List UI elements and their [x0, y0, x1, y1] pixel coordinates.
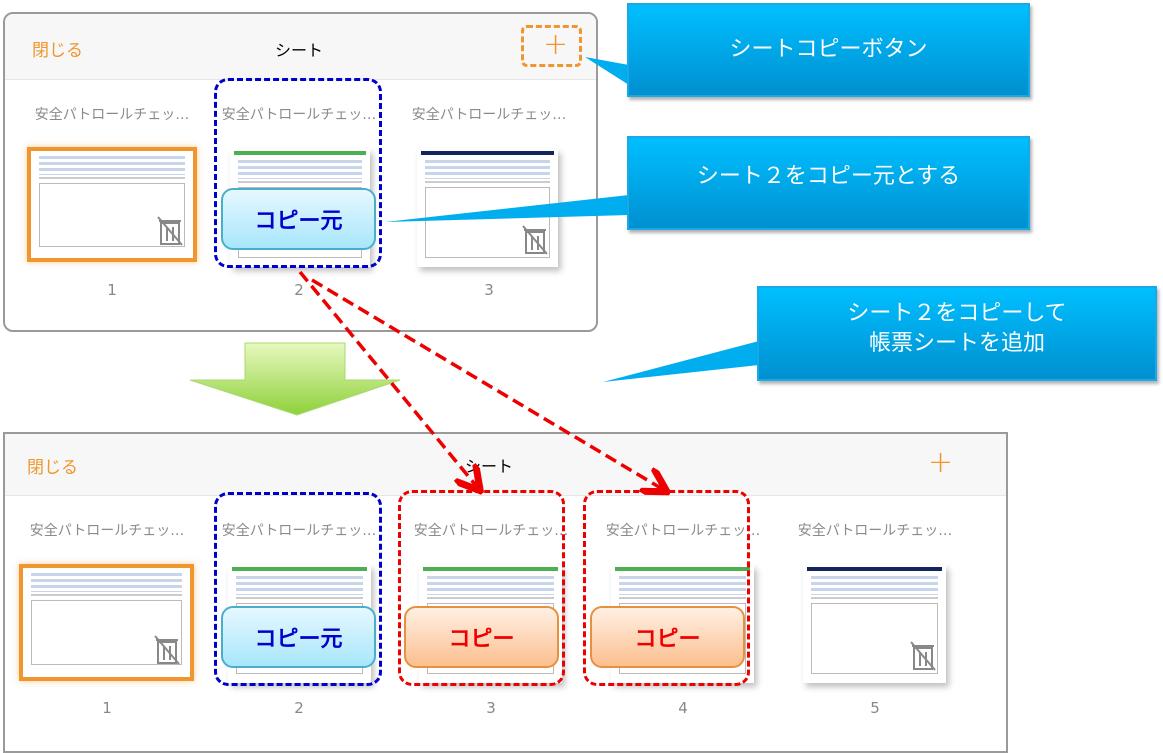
sheet-title: 安全パトロールチェッ… [413, 523, 569, 539]
callout-copy-result: シート２をコピーして 帳票シートを追加 [757, 286, 1157, 381]
callout-pointer [603, 341, 759, 382]
trash-disabled-icon [157, 216, 183, 246]
sheet-panel-before: 閉じる シート + 安全パトロールチェッ… 安全パトロールチェッ… 安全パトロー… [3, 12, 598, 332]
callout-copy-button: シートコピーボタン [627, 3, 1030, 97]
copy-source-label: コピー元 [221, 188, 376, 250]
panel-header [5, 14, 596, 80]
copy-button-highlight [521, 25, 582, 67]
callout-line: 帳票シートを追加 [868, 330, 1045, 356]
copy-label: コピー [404, 606, 559, 668]
callout-line: シート２をコピーして [847, 300, 1067, 326]
sheet-title: 安全パトロールチェッ… [29, 523, 185, 539]
close-button[interactable]: 閉じる [27, 458, 78, 478]
sheet-title: 安全パトロールチェッ… [34, 107, 190, 123]
down-arrow-icon [189, 342, 401, 416]
copy-label: コピー [590, 606, 745, 668]
close-button[interactable]: 閉じる [32, 41, 83, 61]
plus-icon[interactable]: + [543, 27, 569, 62]
sheet-number: 3 [486, 699, 496, 717]
sheet-number: 4 [678, 699, 688, 717]
sheet-number: 3 [484, 281, 494, 299]
trash-disabled-icon [522, 225, 548, 255]
trash-disabled-icon [910, 641, 936, 671]
sheet-thumbnail-1[interactable] [19, 564, 194, 681]
plus-icon[interactable]: + [928, 445, 954, 480]
trash-disabled-icon [154, 635, 180, 665]
sheet-number: 2 [294, 699, 304, 717]
panel-title: シート [464, 457, 514, 476]
sheet-number: 1 [107, 281, 117, 299]
copy-source-highlight [214, 78, 382, 268]
sheet-number: 2 [294, 281, 304, 299]
callout-copy-source: シート２をコピー元とする [627, 136, 1030, 230]
sheet-number: 5 [870, 699, 880, 717]
panel-title: シート [274, 41, 324, 60]
sheet-title: 安全パトロールチェッ… [605, 523, 761, 539]
sheet-thumbnail-1[interactable] [27, 147, 197, 262]
sheet-number: 1 [102, 699, 112, 717]
sheet-title: 安全パトロールチェッ… [221, 107, 377, 123]
sheet-title: 安全パトロールチェッ… [411, 107, 567, 123]
copy-source-highlight [214, 492, 382, 686]
sheet-thumbnail-3[interactable] [417, 149, 558, 267]
copy-source-label: コピー元 [221, 606, 376, 668]
sheet-title: 安全パトロールチェッ… [221, 523, 377, 539]
sheet-title: 安全パトロールチェッ… [797, 523, 953, 539]
sheet-thumbnail-5[interactable] [803, 565, 946, 683]
